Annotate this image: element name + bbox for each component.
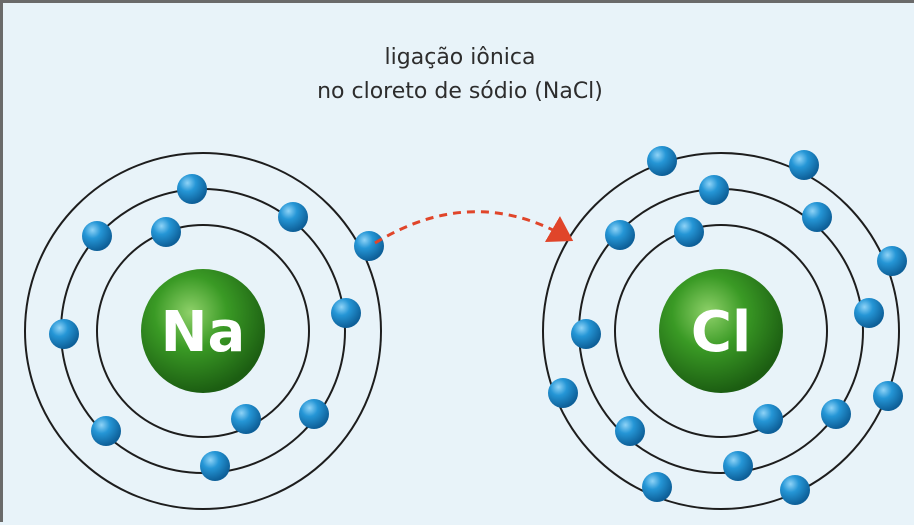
diagram-title: ligação iônica no cloreto de sódio (NaCl… [3, 41, 914, 109]
element-symbol: Cl [691, 300, 751, 365]
electron [674, 217, 704, 247]
electron [177, 174, 207, 204]
electron [91, 416, 121, 446]
electron [200, 451, 230, 481]
electron [780, 475, 810, 505]
title-line-1: ligação iônica [384, 45, 536, 70]
electron [231, 404, 261, 434]
electron [571, 319, 601, 349]
title-line-2: no cloreto de sódio (NaCl) [317, 79, 603, 104]
electron [82, 221, 112, 251]
nucleus [141, 269, 265, 393]
electron [615, 416, 645, 446]
electron [151, 217, 181, 247]
electron [49, 319, 79, 349]
electron [789, 150, 819, 180]
electron [723, 451, 753, 481]
ionic-bond-diagram: Na Cl [24, 146, 907, 510]
electron [605, 220, 635, 250]
electron [699, 175, 729, 205]
electron [642, 472, 672, 502]
electron-transfer-arrow [374, 210, 574, 245]
chlorine-atom: Cl [542, 146, 907, 510]
electron [877, 246, 907, 276]
electron [331, 298, 361, 328]
element-symbol: Na [161, 300, 246, 365]
electron [873, 381, 903, 411]
electron [802, 202, 832, 232]
electron [821, 399, 851, 429]
electron [753, 404, 783, 434]
orbit-shell-1 [614, 224, 828, 438]
electron [548, 378, 578, 408]
nucleus [659, 269, 783, 393]
orbit-shell-3 [542, 152, 900, 510]
sodium-atom: Na [24, 152, 384, 510]
electron [647, 146, 677, 176]
electron [278, 202, 308, 232]
orbit-shell-1 [96, 224, 310, 438]
electron [299, 399, 329, 429]
electron [854, 298, 884, 328]
electron [354, 231, 384, 261]
orbit-shell-3 [24, 152, 382, 510]
